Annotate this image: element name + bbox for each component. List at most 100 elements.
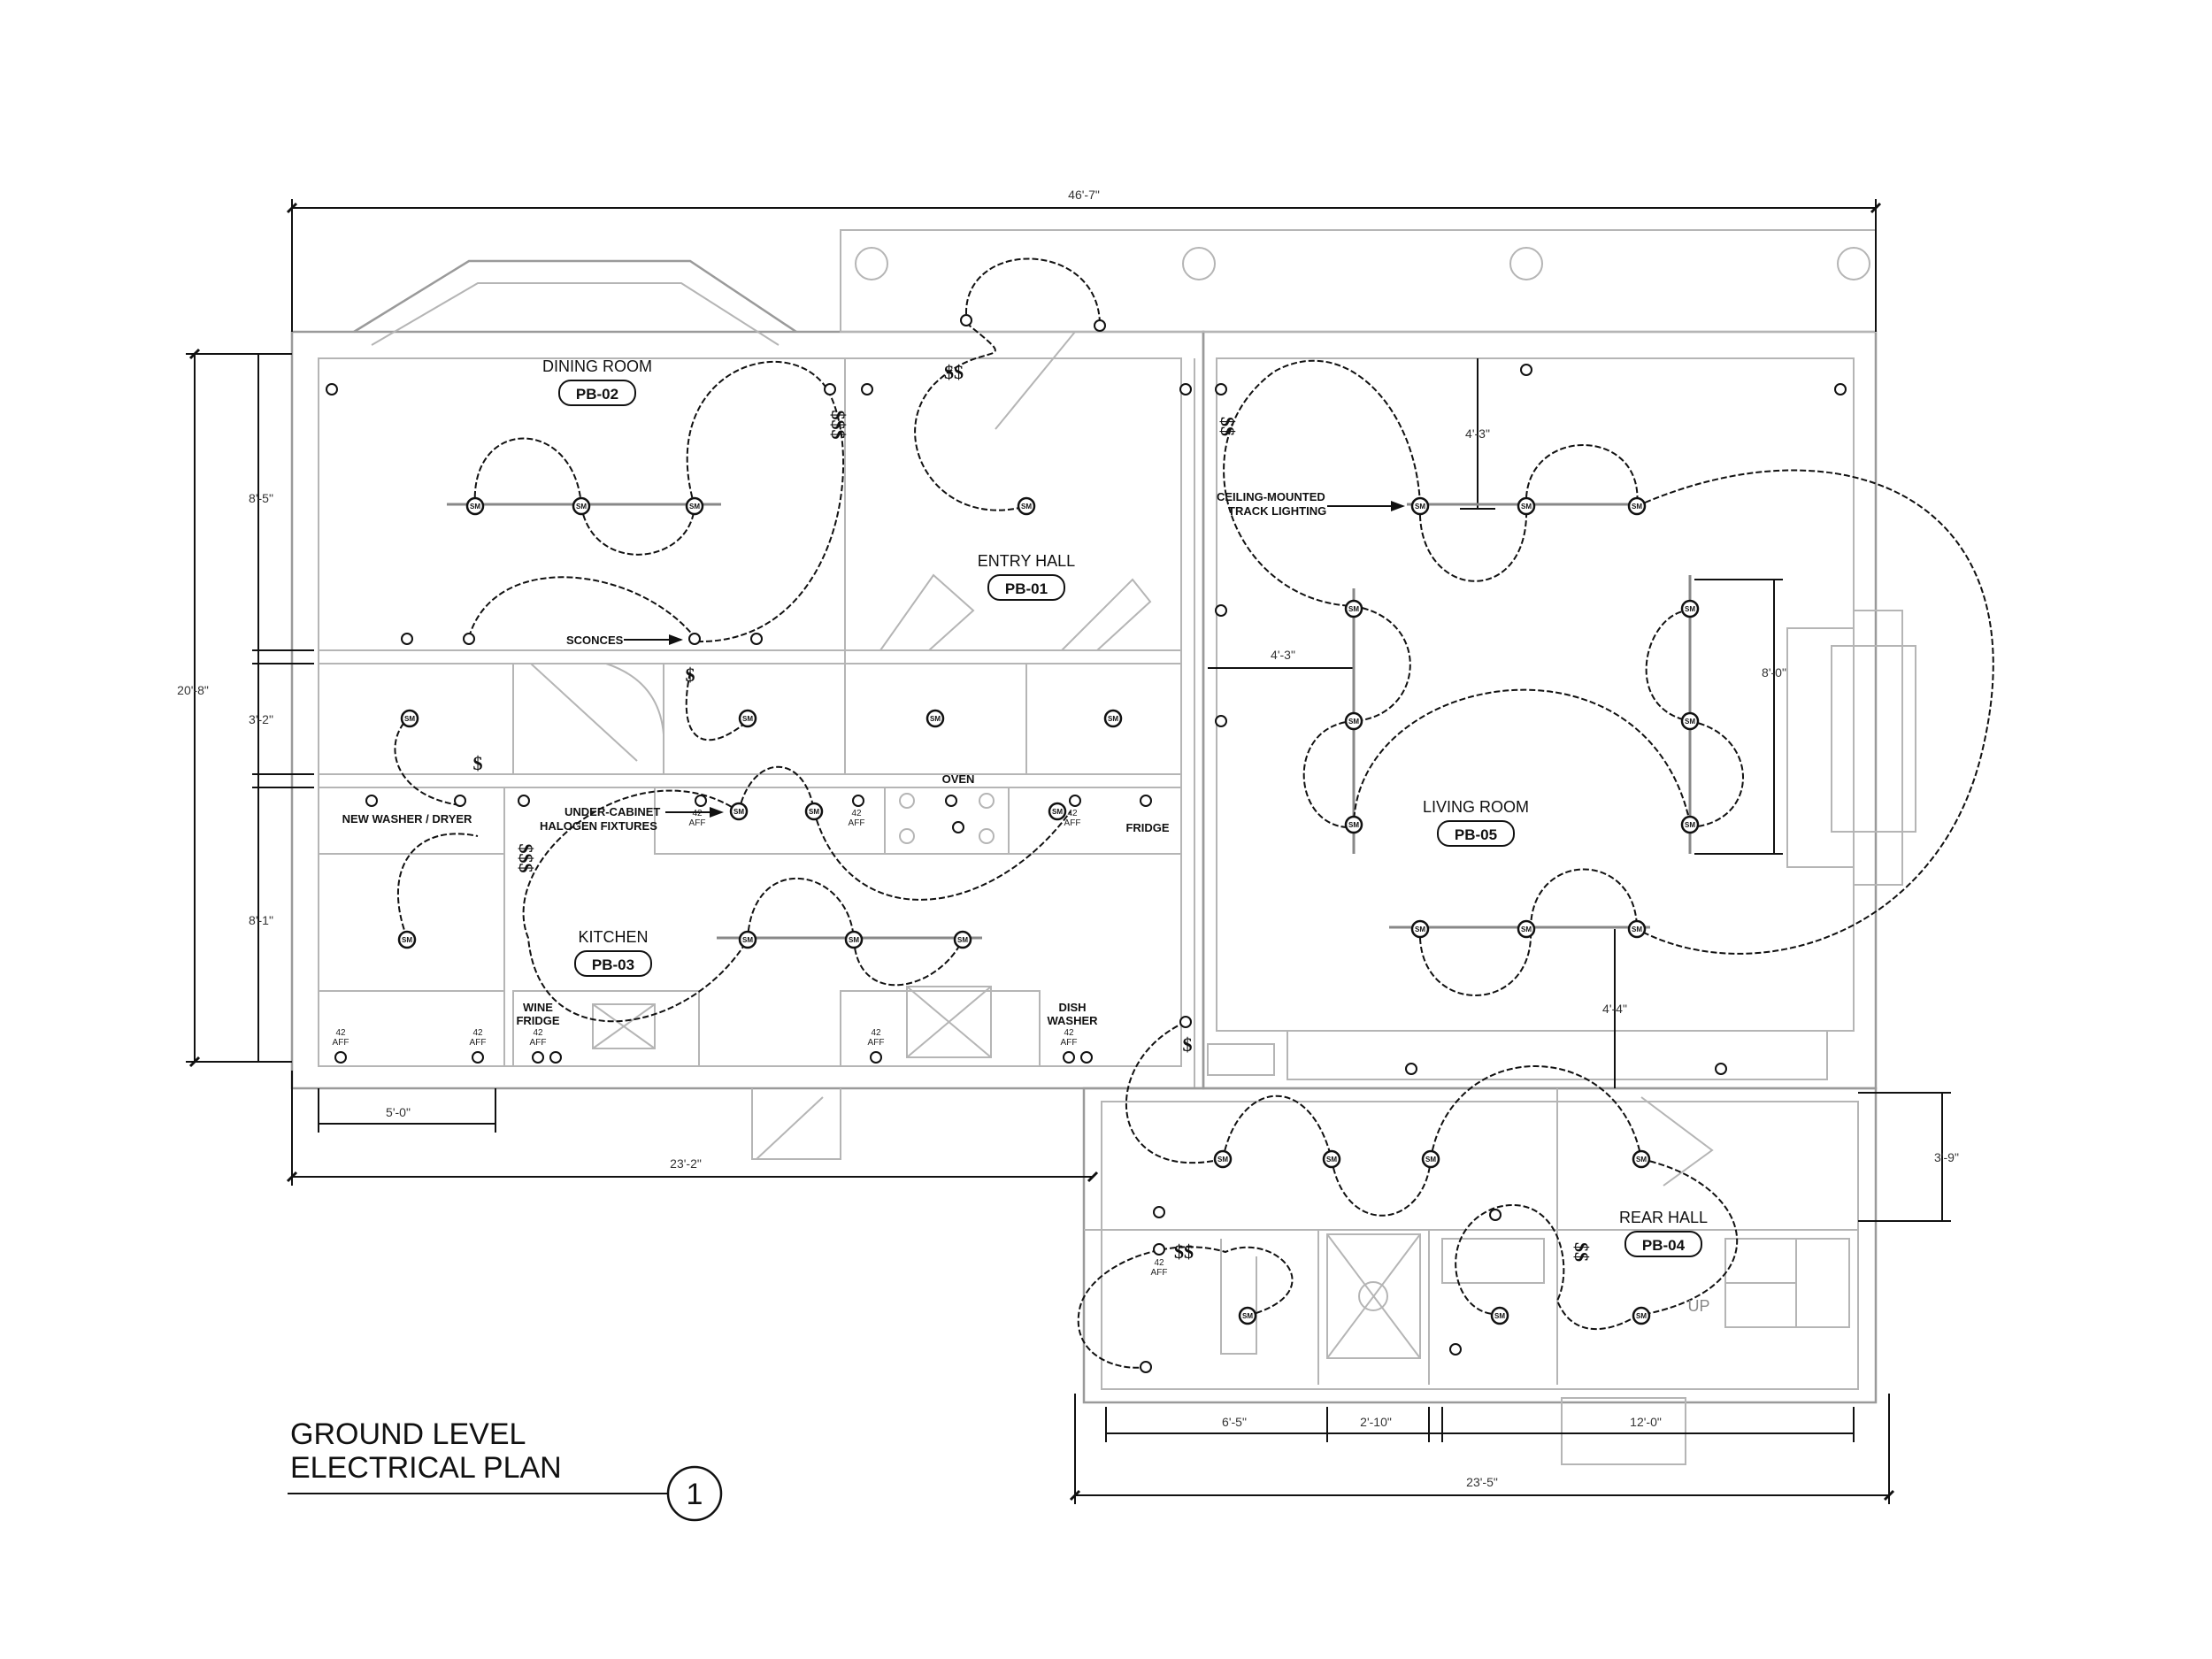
aff-unit: AFF [1064, 818, 1081, 828]
svg-text:SM: SM [470, 503, 480, 511]
outlet[interactable] [695, 795, 707, 807]
outlet[interactable] [861, 383, 873, 396]
fixture-rear-1[interactable]: SM [1213, 1149, 1233, 1169]
outlet[interactable] [1520, 364, 1532, 376]
outlet[interactable] [1140, 795, 1152, 807]
fixture-closet-2[interactable]: SM [1103, 709, 1123, 728]
outlet[interactable] [1179, 1016, 1192, 1028]
outlet[interactable] [1715, 1063, 1727, 1075]
switch-living[interactable]: $$ [1217, 417, 1239, 436]
outlet[interactable] [1080, 1051, 1093, 1064]
outlet[interactable] [870, 1051, 882, 1064]
fixture-kitchen-uc-3[interactable]: SM [1048, 802, 1067, 821]
switch-entry[interactable]: $$ [944, 361, 964, 383]
switch-laundry[interactable]: $ [473, 752, 483, 774]
outlet[interactable] [1063, 1051, 1075, 1064]
equipment-labels: NEW WASHER / DRYER OVEN FRIDGE WINE FRID… [342, 772, 1710, 1315]
switch-rear-bath[interactable]: $$ [1174, 1240, 1194, 1263]
outlet[interactable] [454, 795, 466, 807]
outlet[interactable] [463, 633, 475, 645]
fixture-rear-7[interactable]: SM [1632, 1306, 1651, 1325]
outlet[interactable] [1215, 715, 1227, 727]
room-tag-entry: PB-01 [1005, 580, 1048, 597]
title-block: GROUND LEVEL ELECTRICAL PLAN 1 [288, 1417, 723, 1522]
outlet[interactable] [750, 633, 763, 645]
outlet[interactable] [945, 795, 957, 807]
fixture-rear-2[interactable]: SM [1322, 1149, 1341, 1169]
svg-text:SM: SM [1415, 926, 1425, 933]
fixture-kitchen-uc-1[interactable]: SM [729, 802, 749, 821]
outlet[interactable] [518, 795, 530, 807]
aff-height: 42 [1067, 809, 1078, 818]
switch-dining[interactable]: $$$ [827, 411, 849, 440]
outlet[interactable] [1153, 1206, 1165, 1218]
fixture-kitchen-2[interactable]: SM [844, 930, 864, 949]
aff-unit: AFF [333, 1038, 349, 1048]
fixture-rear-3[interactable]: SM [1421, 1149, 1440, 1169]
outlet[interactable] [365, 795, 378, 807]
room-label-living: LIVING ROOM [1423, 798, 1529, 816]
fixture-kitchen-uc-2[interactable]: SM [804, 802, 824, 821]
fixture-kitchen-1[interactable]: SM [738, 930, 757, 949]
fixture-living-6[interactable]: SM [1344, 815, 1363, 834]
outlet[interactable] [960, 314, 972, 326]
aff-height: 42 [871, 1028, 881, 1038]
fixture-kitchen-3[interactable]: SM [953, 930, 972, 949]
outlet[interactable] [1405, 1063, 1417, 1075]
dim-rear-hall-width: 12'-0" [1630, 1415, 1662, 1429]
fixture-living-5[interactable]: SM [1344, 711, 1363, 731]
fixture-living-1[interactable]: SM [1410, 496, 1430, 516]
outlet[interactable] [472, 1051, 484, 1064]
outlet[interactable] [334, 1051, 347, 1064]
aff-unit: AFF [849, 818, 865, 828]
outlet[interactable] [1834, 383, 1847, 396]
outlet[interactable] [1153, 1243, 1165, 1256]
outlet[interactable] [401, 633, 413, 645]
outlet[interactable] [1069, 795, 1081, 807]
fixture-dining-3[interactable]: SM [685, 496, 704, 516]
outlet[interactable] [1215, 604, 1227, 617]
fixture-living-10[interactable]: SM [1410, 919, 1430, 939]
fixture-living-4[interactable]: SM [1344, 599, 1363, 618]
svg-text:SM: SM [1348, 605, 1359, 613]
fixture-living-7[interactable]: SM [1680, 599, 1700, 618]
switch-rear-hall[interactable]: $$ [1571, 1242, 1593, 1262]
fixture-living-2[interactable]: SM [1517, 496, 1536, 516]
fixture-dining-2[interactable]: SM [572, 496, 591, 516]
outlet[interactable] [1179, 383, 1192, 396]
aff-unit: AFF [1061, 1038, 1078, 1048]
fixture-laundry-1[interactable]: SM [400, 709, 419, 728]
svg-text:SM: SM [576, 503, 587, 511]
outlet[interactable] [1094, 319, 1106, 332]
outlet[interactable] [1449, 1343, 1462, 1356]
outlet[interactable] [1489, 1209, 1502, 1221]
fixture-living-8[interactable]: SM [1680, 711, 1700, 731]
fixture-passage-1[interactable]: SM [738, 709, 757, 728]
outlet[interactable] [1215, 383, 1227, 396]
fixture-rear-5[interactable]: SM [1238, 1306, 1257, 1325]
fixture-dining-1[interactable]: SM [465, 496, 485, 516]
fixture-living-11[interactable]: SM [1517, 919, 1536, 939]
outlet[interactable] [532, 1051, 544, 1064]
dim-living-track-spacing: 8'-0" [1762, 665, 1786, 680]
fixture-living-9[interactable]: SM [1680, 815, 1700, 834]
fixture-entry-1[interactable]: SM [1017, 496, 1036, 516]
switch-kitchen[interactable]: $$$ [515, 844, 537, 873]
outlet[interactable] [852, 795, 864, 807]
outlet[interactable] [1140, 1361, 1152, 1373]
outlet[interactable] [549, 1051, 562, 1064]
fixture-rear-6[interactable]: SM [1490, 1306, 1509, 1325]
outlet[interactable] [952, 821, 964, 833]
fixture-washer-room-1[interactable]: SM [397, 930, 417, 949]
outlet[interactable] [824, 383, 836, 396]
outlet[interactable] [688, 633, 701, 645]
outlet[interactable] [326, 383, 338, 396]
fixture-rear-4[interactable]: SM [1632, 1149, 1651, 1169]
switch-kitchen-rear[interactable]: $ [1183, 1033, 1193, 1056]
fixture-living-3[interactable]: SM [1627, 496, 1647, 516]
label-dish-washer-line2: WASHER [1047, 1014, 1098, 1027]
fixture-living-12[interactable]: SM [1627, 919, 1647, 939]
switch-passage[interactable]: $ [686, 664, 695, 686]
fixture-closet-1[interactable]: SM [926, 709, 945, 728]
